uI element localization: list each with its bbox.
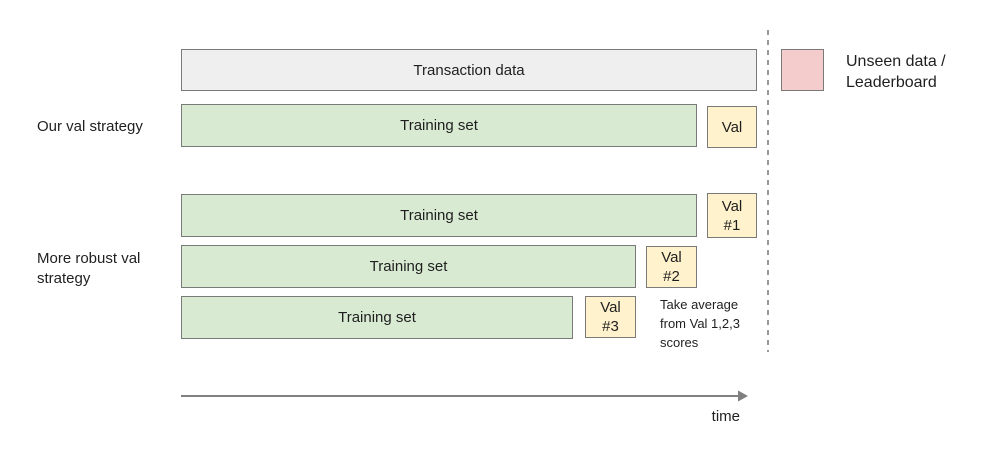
robust-fold3-val-box: Val #3 xyxy=(585,296,636,338)
our-val-val-label: Val xyxy=(721,118,743,136)
unseen-data-legend-label: Unseen data / Leaderboard xyxy=(846,53,946,91)
robust-fold2-val-box: Val #2 xyxy=(646,246,697,288)
our-val-training-set-bar: Training set xyxy=(181,104,697,147)
robust-fold3-training-set-bar: Training set xyxy=(181,296,573,339)
robust-fold1-training-set-bar: Training set xyxy=(181,194,697,237)
transaction-data-bar: Transaction data xyxy=(181,49,757,91)
robust-fold1-training-set-label: Training set xyxy=(400,207,478,224)
robust-fold1-val-box: Val #1 xyxy=(707,193,757,238)
robust-fold2-training-set-bar: Training set xyxy=(181,245,636,288)
time-axis-label: time xyxy=(711,408,740,425)
our-val-training-set-label: Training set xyxy=(400,117,478,134)
robust-fold3-val-label: Val #3 xyxy=(600,299,621,335)
transaction-data-bar-label: Transaction data xyxy=(413,61,525,79)
more-robust-val-strategy-label: More robust val strategy xyxy=(37,250,141,287)
robust-fold2-val-label: Val #2 xyxy=(661,249,682,285)
robust-fold1-val-label: Val #1 xyxy=(721,197,743,234)
our-val-val-box: Val xyxy=(707,106,757,148)
robust-fold2-training-set-label: Training set xyxy=(369,258,448,275)
robust-fold3-training-set-label: Training set xyxy=(338,309,416,326)
our-val-strategy-label: Our val strategy xyxy=(37,118,143,135)
take-average-note: Take average from Val 1,2,3 scores xyxy=(660,297,740,350)
time-axis-arrowhead-icon xyxy=(738,390,748,402)
unseen-data-legend-swatch xyxy=(781,49,824,91)
